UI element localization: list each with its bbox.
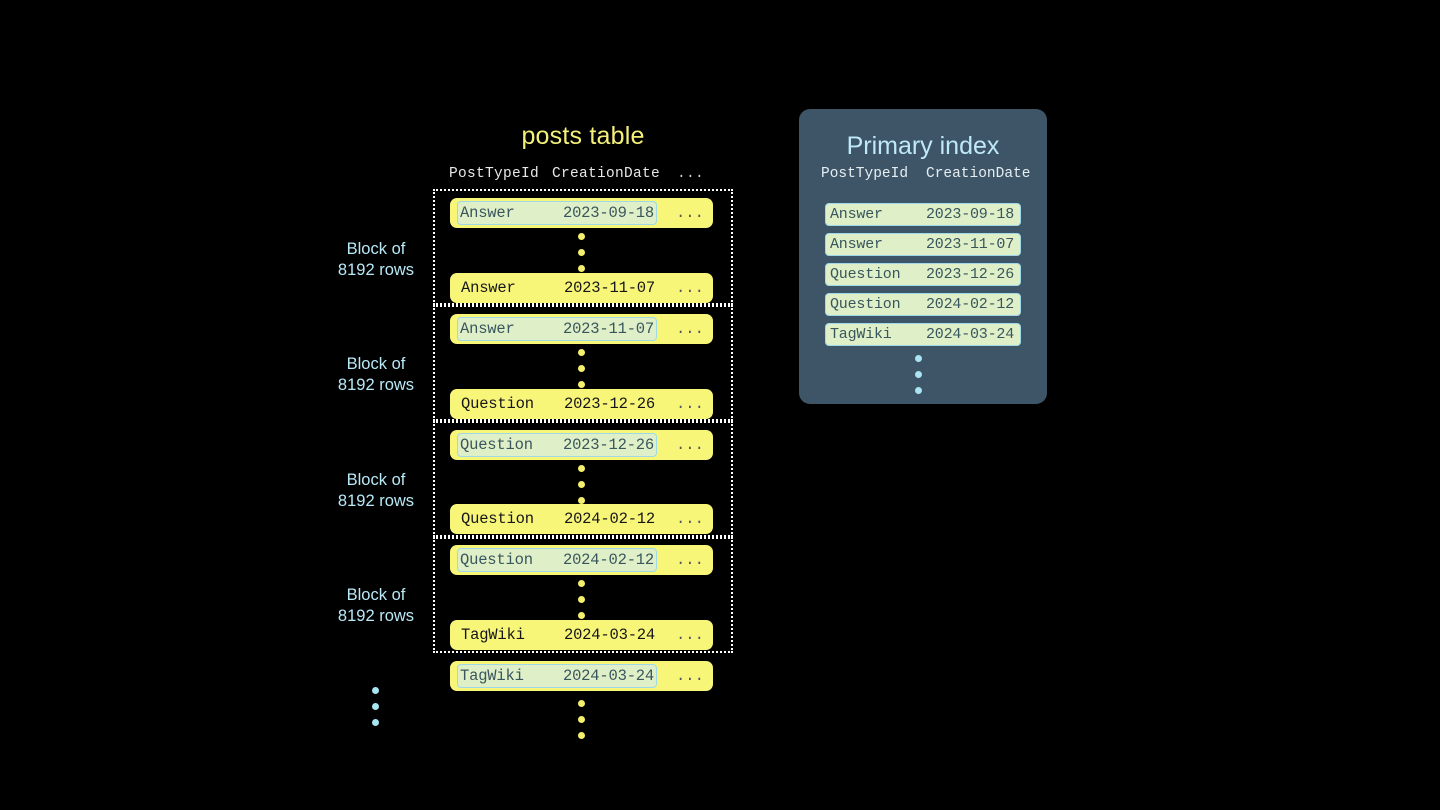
row-continuation-dots [578,233,587,281]
cell-ellipsis: ... [676,626,704,644]
cell-creationdate: 2023-09-18 [562,204,654,222]
table-row[interactable]: Question 2023-12-26 ... [450,430,713,460]
table-row[interactable]: Answer 2023-11-07 ... [450,273,713,303]
row-highlight-box: Answer 2023-09-18 [457,201,657,225]
index-cell-creationdate: 2024-03-24 [925,326,1014,343]
index-cell-posttypeid: Answer [830,206,883,223]
column-header-creationdate: CreationDate [552,166,661,182]
index-column-header-posttypeid: PostTypeId [821,166,909,182]
block-4 [433,537,733,653]
block-4-label: Block of 8192 rows [337,586,415,625]
cell-posttypeid: Answer [461,279,516,297]
block-2-label: Block of 8192 rows [337,355,415,394]
index-row[interactable]: Question 2023-12-26 [825,263,1021,286]
row-highlight-box: TagWiki 2024-03-24 [457,664,657,688]
index-cell-creationdate: 2023-12-26 [925,266,1014,283]
index-cell-creationdate: 2023-11-07 [925,236,1014,253]
cell-ellipsis: ... [676,204,704,222]
row-highlight-box: Question 2023-12-26 [457,433,657,457]
index-cell-creationdate: 2023-09-18 [925,206,1014,223]
index-continuation-dots [915,355,924,403]
index-cell-posttypeid: Question [830,266,901,283]
cell-posttypeid: Question [460,436,533,454]
cell-ellipsis: ... [676,510,704,528]
primary-index-panel: Primary index PostTypeId CreationDate An… [799,109,1047,404]
table-row-trailing[interactable]: TagWiki 2024-03-24 ... [450,661,713,691]
table-continuation-dots [578,700,587,748]
block-continuation-dots [372,687,381,735]
cell-ellipsis: ... [676,551,704,569]
block-1-label: Block of 8192 rows [337,240,415,279]
cell-ellipsis: ... [676,279,704,297]
table-row[interactable]: Question 2024-02-12 ... [450,504,713,534]
index-row[interactable]: TagWiki 2024-03-24 [825,323,1021,346]
index-cell-posttypeid: TagWiki [830,326,892,343]
cell-posttypeid: TagWiki [461,626,525,644]
primary-index-column-headers: PostTypeId CreationDate [821,166,1031,186]
cell-creationdate: 2023-12-26 [562,436,654,454]
cell-ellipsis: ... [676,320,704,338]
cell-ellipsis: ... [676,436,704,454]
cell-creationdate: 2024-03-24 [562,667,654,685]
block-3-label: Block of 8192 rows [337,471,415,510]
cell-creationdate: 2023-11-07 [563,279,655,297]
cell-creationdate: 2024-02-12 [563,510,655,528]
cell-posttypeid: TagWiki [460,667,524,685]
cell-posttypeid: Question [460,551,533,569]
posts-table-column-headers: PostTypeId CreationDate ... [449,166,719,186]
row-continuation-dots [578,580,587,628]
index-cell-creationdate: 2024-02-12 [925,296,1014,313]
cell-creationdate: 2024-03-24 [563,626,655,644]
column-header-ellipsis: ... [677,166,705,182]
cell-posttypeid: Answer [460,204,515,222]
index-column-header-creationdate: CreationDate [926,166,1031,182]
index-cell-posttypeid: Question [830,296,901,313]
row-highlight-box: Question 2024-02-12 [457,548,657,572]
index-row[interactable]: Answer 2023-09-18 [825,203,1021,226]
block-1 [433,189,733,305]
table-row[interactable]: Answer 2023-11-07 ... [450,314,713,344]
block-3 [433,421,733,537]
row-continuation-dots [578,349,587,397]
cell-posttypeid: Question [461,395,534,413]
cell-creationdate: 2023-11-07 [562,320,654,338]
row-continuation-dots [578,465,587,513]
cell-posttypeid: Question [461,510,534,528]
posts-table-title: posts table [521,122,645,150]
table-row[interactable]: Question 2023-12-26 ... [450,389,713,419]
index-row[interactable]: Question 2024-02-12 [825,293,1021,316]
block-2 [433,305,733,421]
cell-creationdate: 2023-12-26 [563,395,655,413]
index-row[interactable]: Answer 2023-11-07 [825,233,1021,256]
cell-ellipsis: ... [676,667,704,685]
column-header-posttypeid: PostTypeId [449,166,540,182]
table-row[interactable]: Question 2024-02-12 ... [450,545,713,575]
cell-ellipsis: ... [676,395,704,413]
primary-index-title: Primary index [846,132,1000,160]
index-cell-posttypeid: Answer [830,236,883,253]
table-row[interactable]: TagWiki 2024-03-24 ... [450,620,713,650]
table-row[interactable]: Answer 2023-09-18 ... [450,198,713,228]
cell-posttypeid: Answer [460,320,515,338]
cell-creationdate: 2024-02-12 [562,551,654,569]
row-highlight-box: Answer 2023-11-07 [457,317,657,341]
